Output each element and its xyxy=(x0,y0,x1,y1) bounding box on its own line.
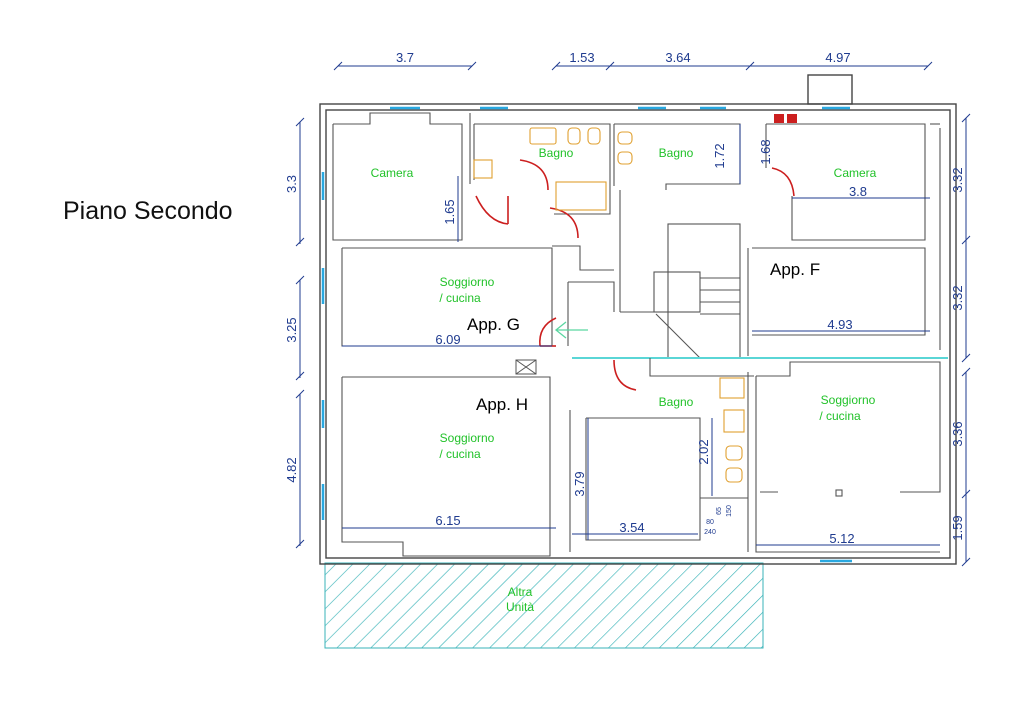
dimension-lines xyxy=(299,65,967,562)
room-label-soggiorno-h-1: Soggiorno xyxy=(440,431,495,445)
room-label-soggiorno-g-2: / cucina xyxy=(439,291,481,305)
room-label-soggiorno-h-2: / cucina xyxy=(439,447,481,461)
room-label-bagno-f: Bagno xyxy=(659,146,694,160)
room-label-soggiorno-r-2: / cucina xyxy=(819,409,861,423)
shaft-x2 xyxy=(515,359,537,375)
room-label-altra-2: Unità xyxy=(506,600,534,614)
dim-left-3: 4.82 xyxy=(284,457,299,482)
dim-small-4: 240 xyxy=(704,529,716,536)
windows xyxy=(321,106,852,563)
apartment-label-f: App. F xyxy=(770,260,820,279)
dim-soggiorno-f-w: 4.93 xyxy=(827,317,852,332)
room-label-camera-right: Camera xyxy=(834,166,877,180)
dim-small-3: 80 xyxy=(706,519,714,526)
dim-bagno-f-h: 1.72 xyxy=(712,143,727,168)
dim-camera-left-h: 1.65 xyxy=(442,199,457,224)
bath-right-arrowhead xyxy=(554,321,567,339)
dim-soggiorno-h-w: 6.15 xyxy=(435,513,460,528)
dim-soggiorno-g-w: 6.09 xyxy=(435,332,460,347)
room-label-bagno-g: Bagno xyxy=(539,146,574,160)
page-title: Piano Secondo xyxy=(63,197,233,225)
dim-right-2: 3.32 xyxy=(950,285,965,310)
dim-small-2: 150 xyxy=(726,505,733,517)
dim-camera-right-w: 3.8 xyxy=(849,184,867,199)
apartment-label-h: App. H xyxy=(476,395,528,414)
shaft xyxy=(515,359,537,375)
exit-signs xyxy=(774,114,797,123)
dim-top-1: 3.7 xyxy=(396,50,414,65)
bathroom-fixtures xyxy=(473,127,745,483)
interior-walls xyxy=(332,112,948,557)
dim-bagno-h-h: 3.79 xyxy=(572,471,587,496)
dim-top-3: 3.64 xyxy=(665,50,690,65)
outer-walls xyxy=(319,74,957,565)
room-label-soggiorno-r-1: Soggiorno xyxy=(821,393,876,407)
dim-right-1: 3.32 xyxy=(950,167,965,192)
apartment-label-g: App. G xyxy=(467,315,520,334)
room-label-camera-left: Camera xyxy=(371,166,414,180)
dim-left-2: 3.25 xyxy=(284,317,299,342)
room-label-bagno-h: Bagno xyxy=(659,395,694,409)
dim-right-4: 1.59 xyxy=(950,515,965,540)
room-label-soggiorno-g-1: Soggiorno xyxy=(440,275,495,289)
dimension-ticks xyxy=(295,61,971,567)
dim-soggiorno-right-w: 5.12 xyxy=(829,531,854,546)
dim-bagno-h-w: 3.54 xyxy=(619,520,644,535)
room-label-altra-1: Altra xyxy=(508,585,533,599)
dim-small-1: 65 xyxy=(716,507,723,515)
dim-top-2: 1.53 xyxy=(569,50,594,65)
dim-top-4: 4.97 xyxy=(825,50,850,65)
other-unit-area xyxy=(324,562,764,649)
dim-bagno-f-h2: 1.68 xyxy=(758,139,773,164)
doors xyxy=(475,159,795,391)
dim-left-1: 3.3 xyxy=(284,175,299,193)
dim-bagno-h-h2: 2.02 xyxy=(696,439,711,464)
dim-right-3: 3.36 xyxy=(950,421,965,446)
